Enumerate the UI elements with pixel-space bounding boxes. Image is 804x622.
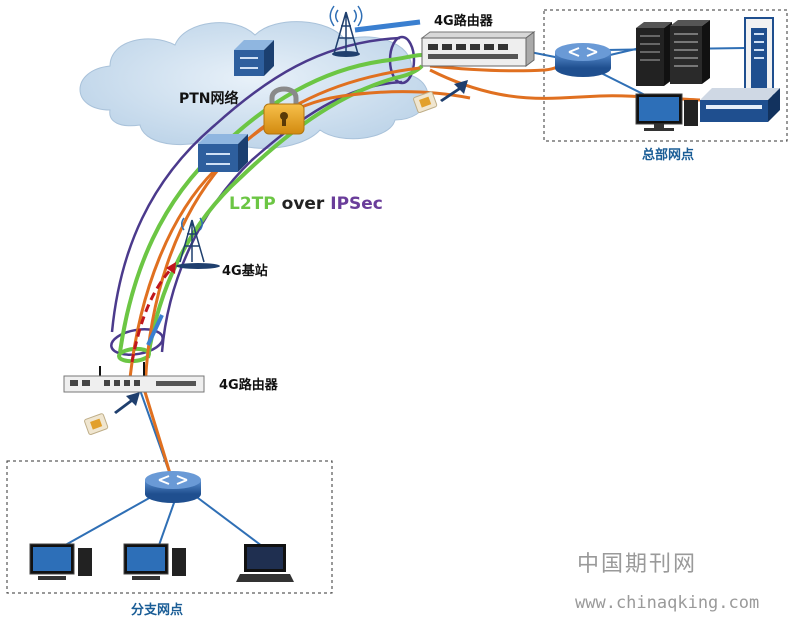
antenna-tower-icon xyxy=(176,217,220,269)
desktop-monitor-icon xyxy=(29,543,92,580)
hq-router-label: 4G路由器 xyxy=(434,14,493,29)
desktop-monitor-icon xyxy=(123,543,186,580)
hq-site-label: 总部网点 xyxy=(642,148,695,163)
arrow-icon xyxy=(440,80,468,102)
watermark-title: 中国期刊网 xyxy=(577,552,698,577)
base-station-label: 4G基站 xyxy=(222,264,268,279)
over-text: over xyxy=(281,194,325,214)
blue-signal-arrow xyxy=(146,314,164,346)
switch-icon xyxy=(198,134,248,172)
ipsec-text: IPSec xyxy=(330,194,383,214)
server-icon xyxy=(700,88,780,122)
branch-site-label: 分支网点 xyxy=(131,603,184,618)
watermark-url: www.chinaqking.com xyxy=(575,593,760,613)
branch-site-box xyxy=(6,460,333,594)
desktop-monitor-icon xyxy=(635,93,698,131)
red-dashed-arrow xyxy=(130,262,176,363)
lock-icon xyxy=(263,86,305,135)
antenna-tower-icon xyxy=(329,5,363,57)
server-icon xyxy=(670,20,710,84)
sim-card-icon xyxy=(84,413,109,435)
rack-router-icon xyxy=(420,31,536,67)
tunnel-label: L2TP over IPSec xyxy=(229,194,383,214)
l2tp-text: L2TP xyxy=(229,194,276,214)
hq-site-box xyxy=(543,9,788,142)
rack-router-icon xyxy=(63,362,205,393)
router-icon xyxy=(555,43,611,77)
ptn-network-label: PTN网络 xyxy=(179,91,239,107)
sim-card-icon xyxy=(413,91,438,113)
blue-signal-arrow xyxy=(354,19,421,33)
laptop-icon xyxy=(236,544,294,582)
router-icon xyxy=(145,471,201,503)
server-icon xyxy=(636,22,672,86)
switch-icon xyxy=(234,40,274,76)
branch-router-label: 4G路由器 xyxy=(219,378,278,393)
arrow-icon xyxy=(114,392,140,414)
